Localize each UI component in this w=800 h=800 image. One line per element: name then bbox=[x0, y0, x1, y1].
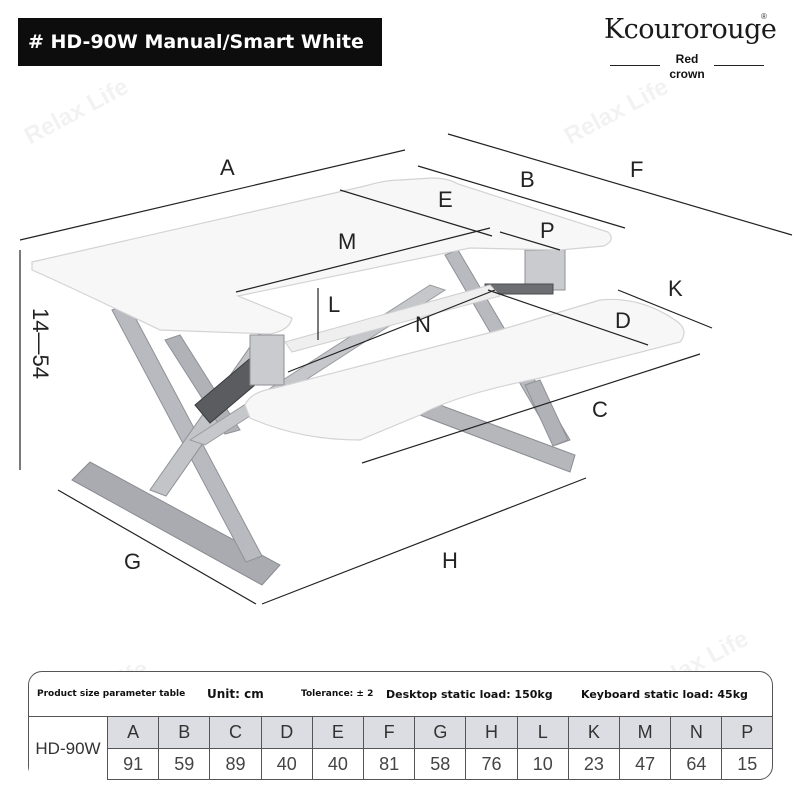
dimension-line-g bbox=[57, 489, 257, 605]
dimension-line-e bbox=[339, 189, 493, 237]
dimension-line-h bbox=[261, 477, 587, 605]
brand-name: Kcourorouge bbox=[604, 14, 777, 45]
value-cell: 89 bbox=[209, 748, 262, 780]
value-cell: 91 bbox=[106, 748, 160, 780]
dimension-label-e: E bbox=[438, 187, 453, 212]
column-header: A bbox=[106, 716, 160, 749]
column-header: F bbox=[363, 716, 416, 749]
value-cell: 76 bbox=[465, 748, 518, 780]
keyboard-tray bbox=[244, 298, 685, 441]
dimension-line-f bbox=[447, 133, 793, 236]
dimension-line-m bbox=[235, 227, 491, 293]
dimension-line-p bbox=[499, 231, 561, 251]
desktop-load-label: Desktop static load: 150kg bbox=[386, 688, 553, 701]
column-header: M bbox=[619, 716, 672, 749]
brand-rule-left bbox=[610, 65, 660, 66]
dimension-label-l: L bbox=[328, 292, 341, 317]
dimension-line-b bbox=[417, 165, 626, 229]
dimension-line-a bbox=[19, 149, 406, 241]
value-cell: 15 bbox=[721, 748, 772, 780]
parameter-grid: HD-90W A B C D E F G H L K M N P 91 59 8… bbox=[29, 716, 772, 780]
dimension-line-n bbox=[287, 289, 496, 373]
tolerance-label: Tolerance: ± 2 bbox=[301, 689, 374, 699]
dimension-label-k: K bbox=[668, 276, 683, 301]
column-header: P bbox=[721, 716, 772, 749]
brand-subtitle-line1: Red bbox=[675, 52, 699, 66]
scissor-leg bbox=[524, 379, 569, 447]
table-header-info: Product size parameter table Unit: cm To… bbox=[29, 672, 772, 716]
dimension-label-h: H bbox=[442, 548, 458, 573]
value-cell: 10 bbox=[516, 748, 569, 780]
size-parameter-table: Product size parameter table Unit: cm To… bbox=[28, 671, 773, 780]
dimension-label-f: F bbox=[630, 157, 644, 182]
dimension-label-b: B bbox=[520, 167, 535, 192]
column-header: H bbox=[465, 716, 518, 749]
dimension-label-p: P bbox=[540, 218, 555, 243]
brand-logo: Kcourorouge ® Red crown bbox=[604, 8, 777, 84]
height-range-label: 14—54 bbox=[28, 308, 53, 379]
brand-subtitle-line2: crown bbox=[669, 67, 705, 81]
dimension-line-c bbox=[361, 353, 701, 464]
product-title: # HD-90W Manual/Smart White bbox=[18, 18, 382, 66]
column-header: C bbox=[209, 716, 262, 749]
value-cell: 64 bbox=[670, 748, 723, 780]
dimension-label-n: N bbox=[415, 312, 431, 337]
dimension-label-d: D bbox=[615, 308, 631, 333]
keyboard-load-label: Keyboard static load: 45kg bbox=[581, 688, 748, 701]
registered-mark: ® bbox=[761, 12, 767, 21]
value-cell: 58 bbox=[414, 748, 467, 780]
dimension-line-d bbox=[487, 289, 649, 346]
value-cell: 23 bbox=[567, 748, 621, 780]
base-bar-left bbox=[71, 461, 281, 586]
value-cell: 59 bbox=[158, 748, 211, 780]
column-header: N bbox=[670, 716, 723, 749]
value-cell: 47 bbox=[619, 748, 672, 780]
model-cell: HD-90W bbox=[29, 716, 108, 780]
support-rail bbox=[284, 284, 501, 353]
value-cell: 40 bbox=[260, 748, 313, 780]
lift-bracket bbox=[249, 334, 285, 386]
lift-bracket bbox=[524, 249, 566, 291]
desk-converter-illustration bbox=[19, 133, 793, 605]
column-header: L bbox=[516, 716, 569, 749]
brand-rule-right bbox=[714, 65, 764, 66]
table-row: 91 59 89 40 40 81 58 76 10 23 47 64 15 bbox=[29, 748, 772, 780]
table-title: Product size parameter table bbox=[37, 689, 186, 699]
dimension-label-m: M bbox=[338, 229, 357, 254]
dimension-line-k bbox=[617, 289, 713, 329]
unit-label: Unit: cm bbox=[207, 687, 264, 701]
main-desktop bbox=[31, 177, 612, 335]
table-header-row: HD-90W A B C D E F G H L K M N P bbox=[29, 716, 772, 780]
dimension-label-a: A bbox=[220, 155, 235, 180]
column-header: K bbox=[567, 716, 621, 749]
column-header: E bbox=[311, 716, 365, 749]
column-header: D bbox=[260, 716, 313, 749]
value-cell: 81 bbox=[363, 748, 416, 780]
column-header: B bbox=[158, 716, 211, 749]
value-cell: 40 bbox=[311, 748, 365, 780]
dimension-label-c: C bbox=[592, 397, 608, 422]
brand-subtitle: Red crown bbox=[662, 52, 712, 82]
column-header: G bbox=[414, 716, 467, 749]
dimension-label-g: G bbox=[124, 549, 142, 574]
